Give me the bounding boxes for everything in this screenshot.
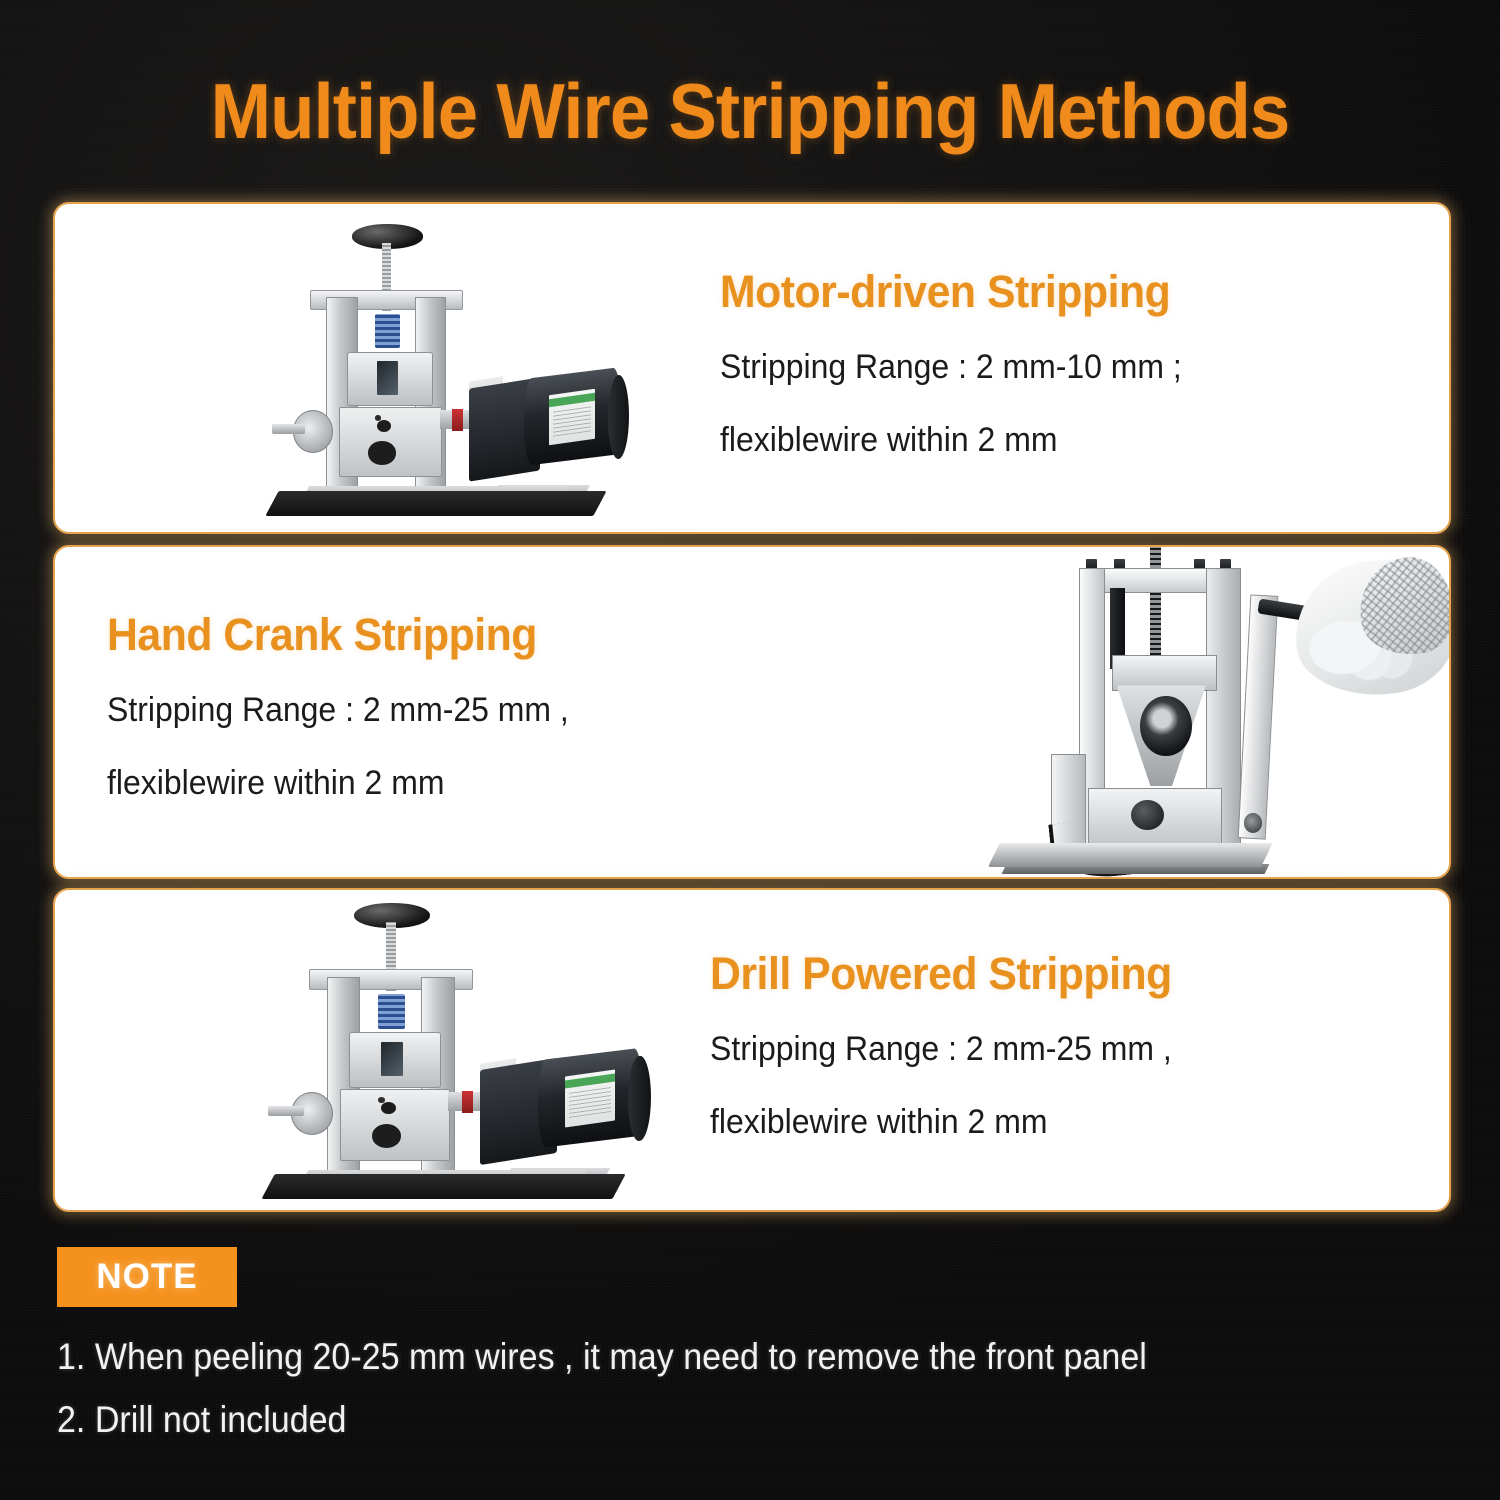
gloved-hand	[1288, 553, 1449, 704]
card-line1-hand-crank: Stripping Range : 2 mm-25 mm ,	[107, 691, 569, 729]
hand-crank-text-block: Hand Crank Stripping Stripping Range : 2…	[107, 609, 598, 803]
card-line1-drill-powered: Stripping Range : 2 mm-25 mm ,	[710, 1030, 1172, 1068]
base-plate	[265, 491, 606, 516]
crank-arm	[1237, 594, 1278, 840]
motor-driven-machine-image	[255, 212, 675, 522]
wire-hole-large	[368, 441, 396, 465]
frame-bolt-1	[1086, 559, 1097, 571]
blue-spring	[378, 994, 406, 1030]
motor-end-cap	[628, 1054, 651, 1143]
panel-screw	[374, 415, 382, 421]
page-title: Multiple Wire Stripping Methods	[210, 67, 1291, 155]
base-plate	[261, 1174, 626, 1200]
wire-hole-small	[380, 1101, 396, 1115]
crank-pivot-pin	[1243, 813, 1263, 834]
frame-bolt-4	[1220, 559, 1231, 571]
blade-slot	[376, 360, 398, 395]
side-bracket	[1050, 754, 1086, 851]
threaded-screw-rod	[1149, 547, 1161, 666]
card-line2-motor-driven: flexiblewire within 2 mm	[720, 421, 1058, 459]
note-item-2: 2. Drill not included	[57, 1399, 347, 1440]
hand-crank-machine-image	[985, 547, 1449, 877]
method-card-motor-driven: Motor-driven Stripping Stripping Range :…	[53, 202, 1451, 534]
panel-screw	[378, 1096, 386, 1103]
frame-bolt-3	[1194, 559, 1205, 571]
card-line2-hand-crank: flexiblewire within 2 mm	[107, 764, 445, 802]
card-heading-motor-driven: Motor-driven Stripping	[720, 266, 1171, 317]
motor-driven-text-block: Motor-driven Stripping Stripping Range :…	[720, 266, 1211, 460]
method-card-hand-crank: Hand Crank Stripping Stripping Range : 2…	[53, 545, 1451, 879]
cutter-carriage	[1111, 655, 1218, 691]
output-shaft	[268, 1106, 304, 1116]
blue-spring	[374, 314, 400, 349]
adjustment-knob	[1130, 799, 1164, 830]
card-line2-drill-powered: flexiblewire within 2 mm	[710, 1103, 1048, 1141]
output-shaft	[271, 424, 306, 434]
card-heading-drill-powered: Drill Powered Stripping	[710, 948, 1172, 999]
motor-end-cap	[607, 373, 629, 460]
front-panel	[340, 1089, 450, 1161]
card-heading-hand-crank: Hand Crank Stripping	[107, 609, 537, 660]
red-coupler-ring	[461, 1090, 474, 1113]
note-list: 1. When peeling 20-25 mm wires , it may …	[57, 1338, 1457, 1464]
threaded-rod	[385, 921, 396, 992]
motor-spec-label	[565, 1069, 615, 1128]
motor-spec-label	[549, 388, 596, 445]
red-coupler-ring	[452, 408, 464, 431]
feed-wheel	[1140, 695, 1192, 757]
inner-dark-column	[1109, 588, 1125, 669]
note-item-1: 1. When peeling 20-25 mm wires , it may …	[57, 1336, 1147, 1377]
note-badge: NOTE	[57, 1247, 237, 1307]
wire-hole-large	[371, 1123, 401, 1148]
drill-powered-machine-image	[250, 890, 700, 1206]
drill-powered-text-block: Drill Powered Stripping Stripping Range …	[710, 948, 1201, 1142]
note-badge-label: NOTE	[96, 1257, 198, 1296]
card-line1-motor-driven: Stripping Range : 2 mm-10 mm ;	[720, 348, 1182, 386]
machine-base	[988, 843, 1273, 867]
wire-hole-small	[376, 419, 392, 433]
blade-slot	[380, 1041, 403, 1077]
method-card-drill-powered: Drill Powered Stripping Stripping Range …	[53, 888, 1451, 1212]
threaded-rod	[381, 243, 392, 312]
frame-bolt-2	[1114, 559, 1126, 571]
